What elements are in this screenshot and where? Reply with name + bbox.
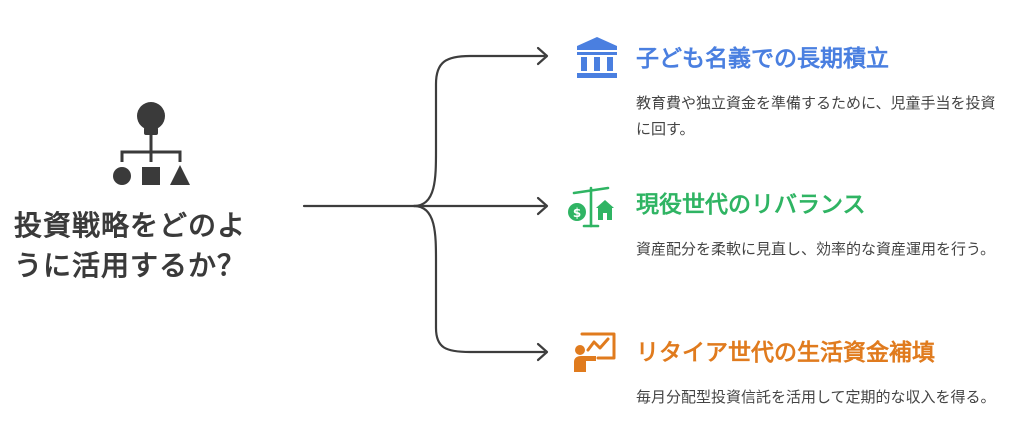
svg-text:$: $: [573, 206, 581, 220]
branch-desc-rebalance: 資産配分を柔軟に見直し、効率的な資産運用を行う。: [636, 240, 996, 258]
branch-desc-child-account: 教育費や独立資金を準備するために、児童手当を投資に回す。: [636, 94, 996, 138]
bank-icon: [577, 37, 617, 78]
decision-tree-icon: [113, 102, 190, 185]
branch-desc-retirement: 毎月分配型投資信託を活用して定期的な収入を得る。: [636, 388, 996, 406]
balance-scale-icon: $: [568, 186, 614, 228]
connector-top: [412, 54, 546, 208]
arrowhead-bottom: [536, 342, 549, 362]
central-question: 投資戦略をどのよ うに活用するか？: [14, 206, 304, 286]
presentation-chart-icon: [574, 332, 616, 372]
central-question-line1: 投資戦略をどのよ: [14, 209, 247, 242]
arrowhead-middle: [536, 196, 549, 216]
arrowhead-top: [536, 46, 549, 66]
central-question-line2: うに活用するか？: [14, 249, 247, 282]
branch-title-retirement: リタイア世代の生活資金補填: [636, 340, 935, 366]
connector-bottom: [412, 204, 546, 354]
branch-title-child-account: 子ども名義での長期積立: [636, 46, 889, 72]
branch-title-rebalance: 現役世代のリバランス: [636, 192, 866, 218]
